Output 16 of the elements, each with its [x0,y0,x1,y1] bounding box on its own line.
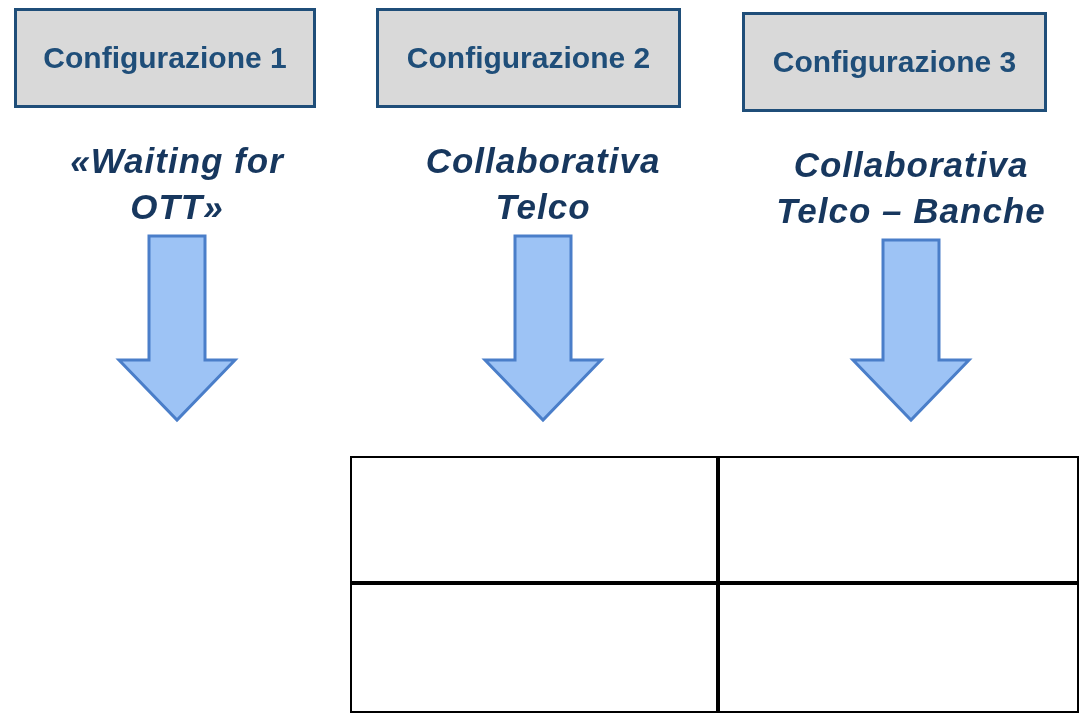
table-cell [718,456,1079,583]
block-arrow [115,234,239,423]
subtitle-text: Collaborativa Telco – Banche [751,142,1071,234]
table-cell [350,583,718,713]
subtitle-text: «Waiting for OTT» [27,138,327,230]
table-cell [718,583,1079,713]
title-text: Configurazione 1 [42,40,288,76]
title-box [376,8,681,108]
title-text: Configurazione 3 [771,44,1018,80]
block-arrow [849,238,973,423]
title-box [742,12,1047,112]
title-text: Configurazione 2 [405,40,652,76]
table-cell [350,456,718,583]
subtitle-text: Collaborativa Telco [393,138,693,230]
block-arrow [481,234,605,423]
title-box [14,8,316,108]
